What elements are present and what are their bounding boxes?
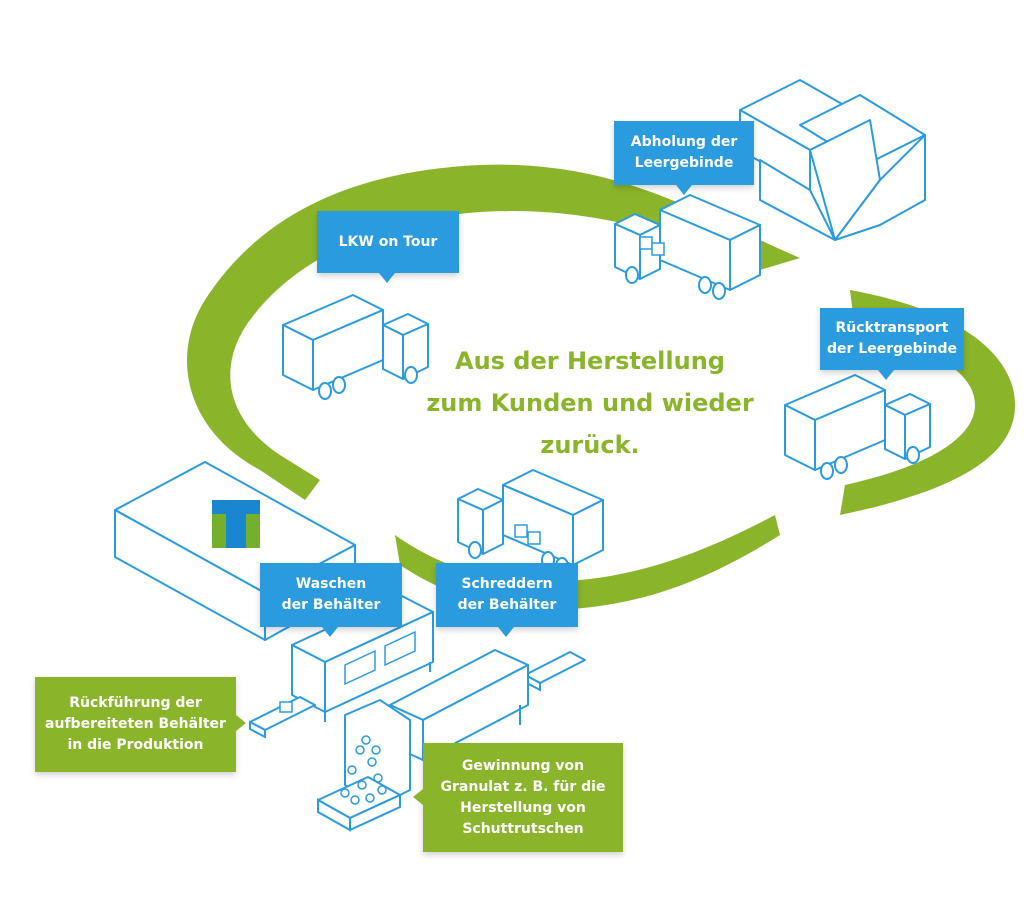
label-lkw: LKW on Tour bbox=[317, 211, 459, 283]
label-shredding-line-2: der Behälter bbox=[457, 597, 557, 613]
shredder-icon bbox=[344, 649, 529, 806]
truck-icon bbox=[784, 374, 931, 480]
label-granulate-line-2: Granulat z. B. für die bbox=[440, 778, 606, 795]
label-granulate-line-1: Gewinnung von bbox=[461, 757, 585, 774]
cycle-arrow-right bbox=[840, 290, 1015, 515]
label-washing-line-2: der Behälter bbox=[281, 597, 381, 613]
label-granulate-line-3: Herstellung von bbox=[460, 799, 586, 816]
label-return-production-line-1: Rückführung der bbox=[69, 695, 202, 711]
label-return-transport-line-1: Rücktransport bbox=[835, 320, 949, 336]
granulate-bin-icon bbox=[317, 735, 401, 832]
label-shredding-line-1: Schreddern bbox=[461, 576, 553, 592]
label-return-production: Rückführung der aufbereiteten Behälter i… bbox=[35, 677, 246, 772]
label-lkw-line-1: LKW on Tour bbox=[338, 233, 438, 250]
label-shredding: Schreddern der Behälter bbox=[436, 563, 578, 637]
headline-line-2: zum Kunden und wieder bbox=[426, 389, 754, 417]
warehouse-icon bbox=[739, 79, 926, 241]
truck-icon bbox=[457, 469, 604, 575]
label-washing-line-1: Waschen bbox=[295, 576, 367, 592]
label-return-transport: Rücktransport der Leergebinde bbox=[820, 308, 964, 380]
company-logo-icon bbox=[212, 500, 260, 548]
label-pickup-line-2: Leergebinde bbox=[634, 155, 734, 171]
cycle-headline: Aus der Herstellung zum Kunden und wiede… bbox=[400, 340, 780, 466]
label-return-transport-line-2: der Leergebinde bbox=[827, 341, 957, 357]
label-granulate-line-4: Schuttrutschen bbox=[462, 820, 584, 837]
headline-line-3: zurück. bbox=[540, 431, 640, 459]
label-return-production-line-2: aufbereiteten Behälter bbox=[45, 716, 226, 732]
conveyor-belt-icon bbox=[249, 651, 586, 739]
label-pickup: Abholung der Leergebinde bbox=[614, 121, 754, 195]
headline-line-1: Aus der Herstellung bbox=[455, 347, 725, 375]
label-granulate: Gewinnung von Granulat z. B. für die Her… bbox=[413, 743, 623, 852]
label-pickup-line-1: Abholung der bbox=[630, 134, 738, 150]
label-washing: Waschen der Behälter bbox=[260, 563, 402, 637]
label-return-production-line-3: in die Produktion bbox=[67, 737, 204, 753]
